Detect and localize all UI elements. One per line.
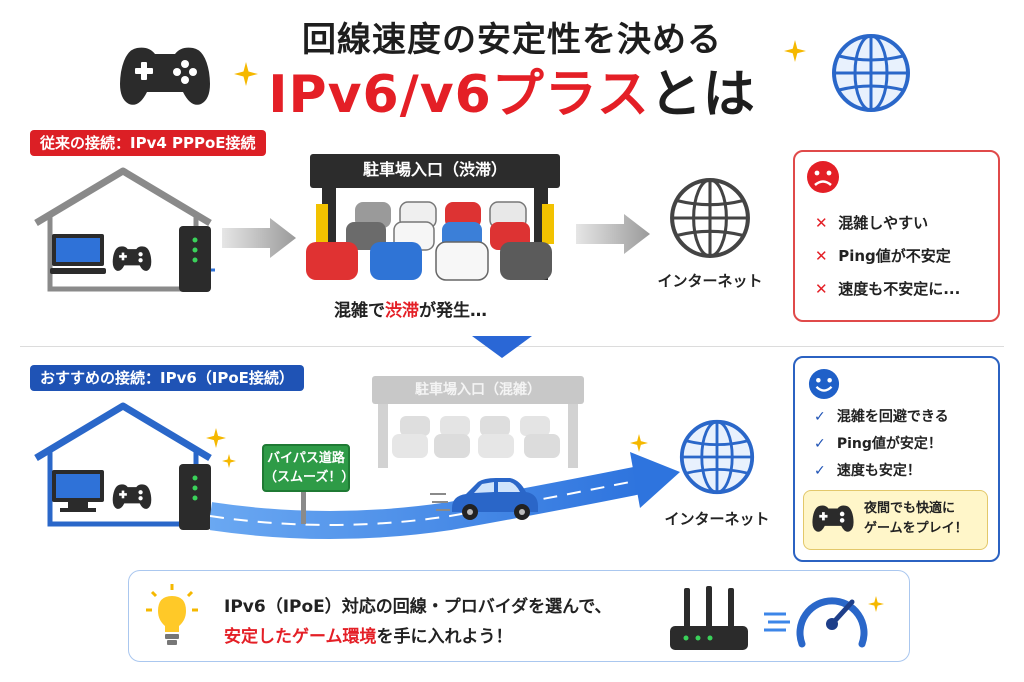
sparkle-icon (234, 62, 258, 86)
bypass-sign: バイパス道路 （スムーズ！） (262, 444, 355, 492)
blue-car-icon (430, 478, 538, 520)
internet-label: インターネット (657, 272, 763, 290)
globe-icon (832, 34, 910, 112)
speedometer-icon (796, 597, 868, 648)
jam-suffix: が発生… (419, 301, 487, 321)
car-grid (306, 201, 552, 281)
jam-accent: 渋滞 (385, 301, 419, 321)
smile-face-icon (808, 368, 840, 400)
internet-globe-icon (670, 178, 750, 258)
arrow-right-icon (576, 214, 650, 254)
sad-face-icon (807, 161, 839, 193)
jam-prefix: 混雑で (334, 301, 385, 321)
x-icon: ✕ (815, 214, 828, 232)
problem-item: ✕ 混雑しやすい (815, 214, 929, 232)
bottom-accent: 安定したゲーム環境 (224, 627, 377, 647)
x-icon: ✕ (815, 247, 828, 265)
check-icon: ✓ (814, 463, 826, 479)
router-icon (179, 226, 215, 292)
bottom-suffix: を手に入れよう！ (376, 627, 513, 647)
problem-item: ✕ Ping値が不安定 (815, 247, 951, 265)
sparkle-icon (630, 434, 648, 452)
gate-label-faded: 駐車場入口（混雑） (415, 382, 541, 398)
gamepad-icon (112, 484, 152, 509)
check-icon: ✓ (814, 409, 826, 425)
benefit-item: ✓ 混雑を回避できる (814, 409, 949, 425)
title-line-2: IPv6/v6プラスとは (0, 52, 1024, 127)
night-line-1: 夜間でも快適に (864, 501, 956, 516)
gamepad-icon (120, 47, 210, 105)
arrow-down-icon (472, 336, 532, 358)
x-icon: ✕ (815, 280, 828, 298)
jam-caption: 混雑で渋滞が発生… (334, 296, 487, 321)
benefit-item: ✓ Ping値が安定！ (814, 436, 942, 452)
gamepad-icon (812, 505, 854, 532)
check-icon: ✓ (814, 436, 826, 452)
night-line-2: ゲームをプレイ！ (864, 521, 968, 536)
sparkle-icon (222, 454, 236, 468)
arrow-right-icon (222, 218, 296, 258)
night-text: 夜間でも快適に ゲームをプレイ！ (864, 499, 968, 539)
lightbulb-icon (146, 584, 198, 645)
problem-item: ✕ 速度も不安定に... (815, 280, 961, 298)
sparkle-icon (868, 596, 884, 612)
title-line-1: 回線速度の安定性を決める (302, 20, 722, 60)
sign-post (301, 492, 306, 524)
speed-lines-icon (764, 612, 790, 632)
ipv4-section-label: 従来の接続：IPv4 PPPoE接続 (30, 130, 266, 156)
gamepad-icon (112, 246, 152, 271)
benefit-item: ✓ 速度も安定！ (814, 463, 921, 479)
internet-globe-icon (679, 419, 755, 495)
bypass-line-2: （スムーズ！） (264, 470, 355, 485)
sparkle-icon (784, 40, 806, 62)
bottom-line-2: 安定したゲーム環境を手に入れよう！ (224, 622, 513, 647)
sparkle-icon (206, 428, 226, 448)
monitor-icon (52, 470, 104, 512)
monitor-icon (50, 234, 106, 274)
bypass-line-1: バイパス道路 (267, 451, 345, 466)
parking-gate-faded (372, 376, 584, 468)
bottom-line-1: IPv6（IPoE）対応の回線・プロバイダを選んで、 (224, 597, 612, 617)
title-suffix: とは (649, 65, 756, 125)
router-icon (179, 464, 211, 530)
internet-label: インターネット (664, 510, 770, 528)
parking-gate-jam (306, 154, 560, 281)
ipv6-section-label: おすすめの接続：IPv6（IPoE接続） (30, 365, 304, 391)
bypass-road (210, 452, 680, 539)
wifi-router-icon (670, 586, 748, 650)
title-accent: IPv6/v6プラス (268, 65, 650, 125)
bottom-banner (128, 570, 910, 662)
gate-label-jam: 駐車場入口（渋滞） (362, 160, 507, 179)
